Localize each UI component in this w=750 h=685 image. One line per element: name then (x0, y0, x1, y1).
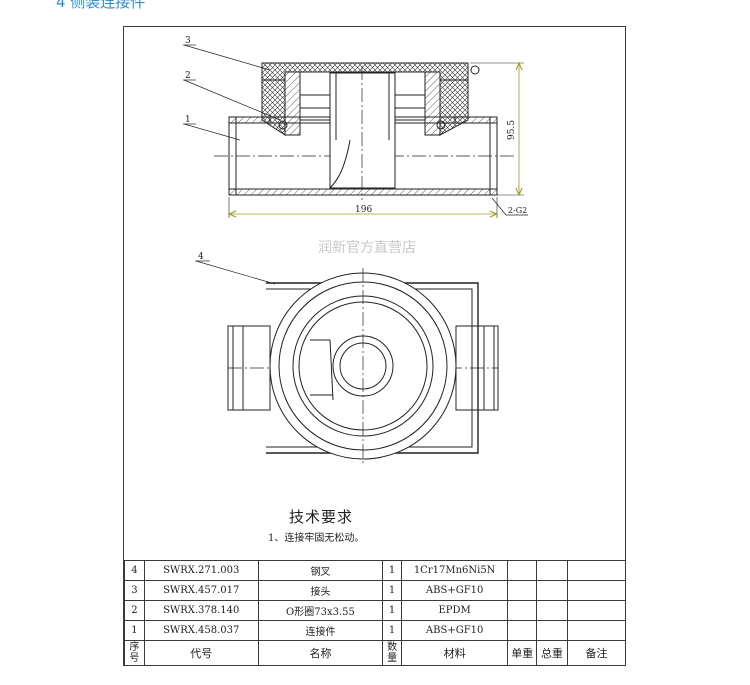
row-qty: 1 (382, 620, 402, 641)
table-row: 1 SWRX.458.037 连接件 1 ABS+GF10 (124, 620, 627, 641)
header-name: 名称 (257, 640, 384, 666)
plan-view (195, 260, 499, 465)
section-view (183, 44, 528, 218)
callout-2: 2 (185, 71, 191, 81)
row-no: 2 (124, 600, 145, 621)
header-no: 序号 (124, 640, 145, 666)
row-material: 1Cr17Mn6Ni5N (400, 560, 509, 581)
thread-spec: 2-G2 (508, 206, 527, 215)
header-bar: 4 侧装连接件 (0, 0, 750, 12)
table-row: 4 SWRX.271.003 钢叉 1 1Cr17Mn6Ni5N (124, 560, 627, 581)
header-remark: 备注 (566, 640, 627, 666)
row-total-weight (536, 620, 568, 641)
table-row: 2 SWRX.378.140 O形圈73x3.55 1 EPDM (124, 600, 627, 621)
row-material: ABS+GF10 (400, 620, 509, 641)
row-remark (566, 580, 627, 601)
row-remark (566, 560, 627, 581)
row-remark (566, 620, 627, 641)
tech-requirement-item: 1、连接牢固无松动。 (268, 533, 365, 544)
row-material: EPDM (400, 600, 509, 621)
row-no: 3 (124, 580, 145, 601)
watermark: 润新官方直营店 (318, 240, 416, 256)
row-unit-weight (507, 600, 538, 621)
row-unit-weight (507, 580, 538, 601)
row-total-weight (536, 600, 568, 621)
row-code: SWRX.457.017 (143, 580, 259, 601)
row-remark (566, 600, 627, 621)
row-no: 1 (124, 620, 145, 641)
tech-requirements-title: 技术要求 (289, 508, 354, 526)
row-material: ABS+GF10 (400, 580, 509, 601)
row-name: O形圈73x3.55 (257, 600, 384, 621)
row-code: SWRX.458.037 (143, 620, 259, 641)
callout-3: 3 (185, 36, 191, 46)
table-row: 3 SWRX.457.017 接头 1 ABS+GF10 (124, 580, 627, 601)
header-qty: 数量 (382, 640, 402, 666)
section-title: 4 侧装连接件 (56, 0, 146, 11)
row-qty: 1 (382, 580, 402, 601)
row-qty: 1 (382, 600, 402, 621)
dimension-height: 95.5 (507, 120, 517, 140)
row-name: 钢叉 (257, 560, 384, 581)
dimension-width: 196 (355, 205, 372, 215)
row-total-weight (536, 560, 568, 581)
row-qty: 1 (382, 560, 402, 581)
header-total-weight: 总重 (536, 640, 568, 666)
header-unit-weight: 单重 (507, 640, 538, 666)
row-total-weight (536, 580, 568, 601)
row-unit-weight (507, 620, 538, 641)
row-name: 连接件 (257, 620, 384, 641)
callout-4: 4 (198, 252, 204, 262)
callout-1: 1 (185, 115, 191, 125)
table-header-row: 序号 代号 名称 数量 材料 单重 总重 备注 (124, 640, 627, 666)
row-no: 4 (124, 560, 145, 581)
bill-of-materials: 4 SWRX.271.003 钢叉 1 1Cr17Mn6Ni5N 3 SWRX.… (124, 560, 627, 666)
row-unit-weight (507, 560, 538, 581)
header-material: 材料 (400, 640, 509, 666)
row-code: SWRX.378.140 (143, 600, 259, 621)
row-code: SWRX.271.003 (143, 560, 259, 581)
row-name: 接头 (257, 580, 384, 601)
header-code: 代号 (143, 640, 259, 666)
